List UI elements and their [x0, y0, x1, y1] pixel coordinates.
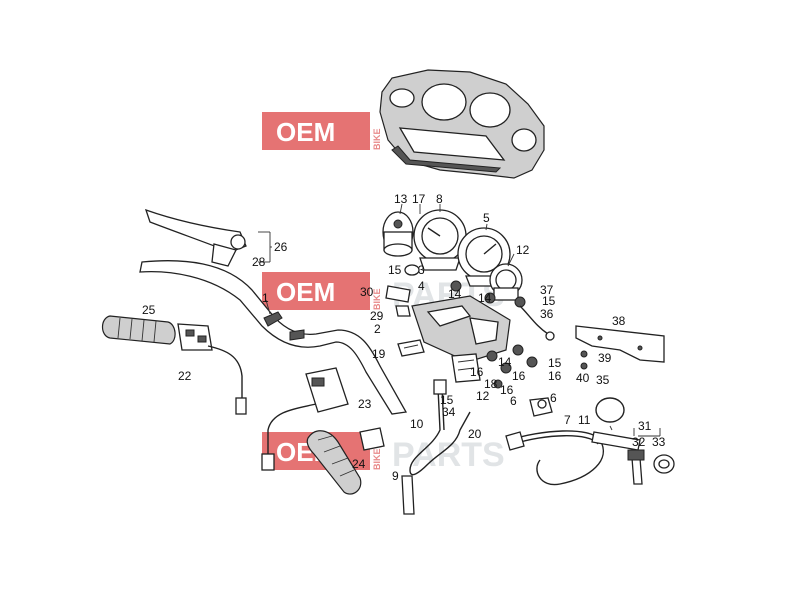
label-13: 13 — [394, 192, 408, 206]
label-40: 40 — [576, 371, 590, 385]
label-2: 2 — [374, 322, 381, 336]
watermark-bike-text: BIKE — [372, 128, 382, 150]
label-38: 38 — [612, 314, 626, 328]
left-grip — [101, 315, 176, 345]
spring-clip-35 — [595, 397, 625, 423]
label-19: 19 — [372, 347, 386, 361]
label-6b: 6 — [510, 394, 517, 408]
throttle-grip — [306, 430, 362, 495]
throttle-housing — [261, 367, 349, 471]
watermark-bike-text: BIKE — [372, 448, 382, 470]
label-12: 12 — [516, 243, 530, 257]
left-switch — [177, 323, 247, 415]
instrument-cover — [379, 69, 545, 179]
label-5: 5 — [483, 211, 490, 225]
label-18: 18 — [484, 377, 498, 391]
bracket-38 — [575, 325, 665, 363]
tacho-cable-9-10 — [401, 379, 471, 515]
label-14a: 14 — [448, 287, 462, 301]
label-23: 23 — [358, 397, 372, 411]
label-22: 22 — [178, 369, 192, 383]
label-32: 32 — [632, 435, 646, 449]
nut-33 — [653, 454, 675, 474]
label-16a: 16 — [548, 369, 562, 383]
label-15d: 15 — [440, 393, 454, 407]
label-14b: 14 — [478, 291, 492, 305]
handlebar — [139, 260, 408, 415]
label-14c: 14 — [498, 355, 512, 369]
bar-end-23 — [359, 427, 385, 451]
label-3: 3 — [418, 263, 425, 277]
bulb-holders — [486, 344, 538, 389]
label-26: 26 — [274, 240, 288, 254]
bracket-30 — [385, 285, 411, 303]
label-30: 30 — [360, 285, 374, 299]
label-6: 6 — [550, 391, 557, 405]
small-gauge-12 — [489, 263, 523, 301]
label-34: 34 — [442, 405, 456, 419]
watermark-bike-text: BIKE — [372, 288, 382, 310]
label-12b: 12 — [476, 389, 490, 403]
lever-26 — [144, 208, 247, 267]
label-16c: 16 — [512, 369, 526, 383]
panel-16 — [451, 353, 481, 383]
label-17: 17 — [412, 192, 426, 206]
label-36: 36 — [540, 307, 554, 321]
label-16b: 16 — [470, 365, 484, 379]
label-20: 20 — [468, 427, 482, 441]
wire-36 — [519, 305, 555, 341]
screws-39-40 — [580, 350, 588, 370]
label-28: 28 — [252, 255, 266, 269]
leader-lines — [258, 203, 661, 437]
label-7: 7 — [564, 413, 571, 427]
label-37: 37 — [540, 283, 554, 297]
watermark-brand-text: OEM — [276, 277, 335, 307]
drive-6 — [529, 397, 553, 417]
label-35: 35 — [596, 373, 610, 387]
label-4: 4 — [418, 279, 425, 293]
label-11: 11 — [578, 413, 591, 427]
gauge-bracket — [411, 280, 526, 363]
label-15a: 15 — [388, 263, 402, 277]
nut-15 — [404, 264, 420, 276]
label-24: 24 — [352, 457, 366, 471]
small-gauge-13 — [382, 211, 414, 257]
panel-19 — [397, 339, 425, 357]
label-31: 31 — [638, 419, 652, 433]
label-8: 8 — [436, 192, 443, 206]
label-10: 10 — [410, 417, 424, 431]
label-33: 33 — [652, 435, 666, 449]
watermark-brand-text: OEM — [276, 117, 335, 147]
nut-29 — [395, 305, 411, 317]
watermark-parts-text: PARTS — [392, 436, 505, 474]
label-15c: 15 — [548, 356, 562, 370]
part-labels: 13 17 8 5 12 15 3 4 14 14 30 29 2 1 37 1… — [142, 192, 666, 483]
label-16d: 16 — [500, 383, 514, 397]
label-39: 39 — [598, 351, 612, 365]
label-29: 29 — [370, 309, 384, 323]
label-15b: 15 — [542, 294, 556, 308]
label-25: 25 — [142, 303, 156, 317]
label-9: 9 — [392, 469, 399, 483]
speedo-cable-7 — [505, 430, 605, 486]
sensor-32 — [627, 449, 645, 485]
label-1: 1 — [262, 291, 269, 305]
speedometer-8 — [413, 209, 467, 271]
